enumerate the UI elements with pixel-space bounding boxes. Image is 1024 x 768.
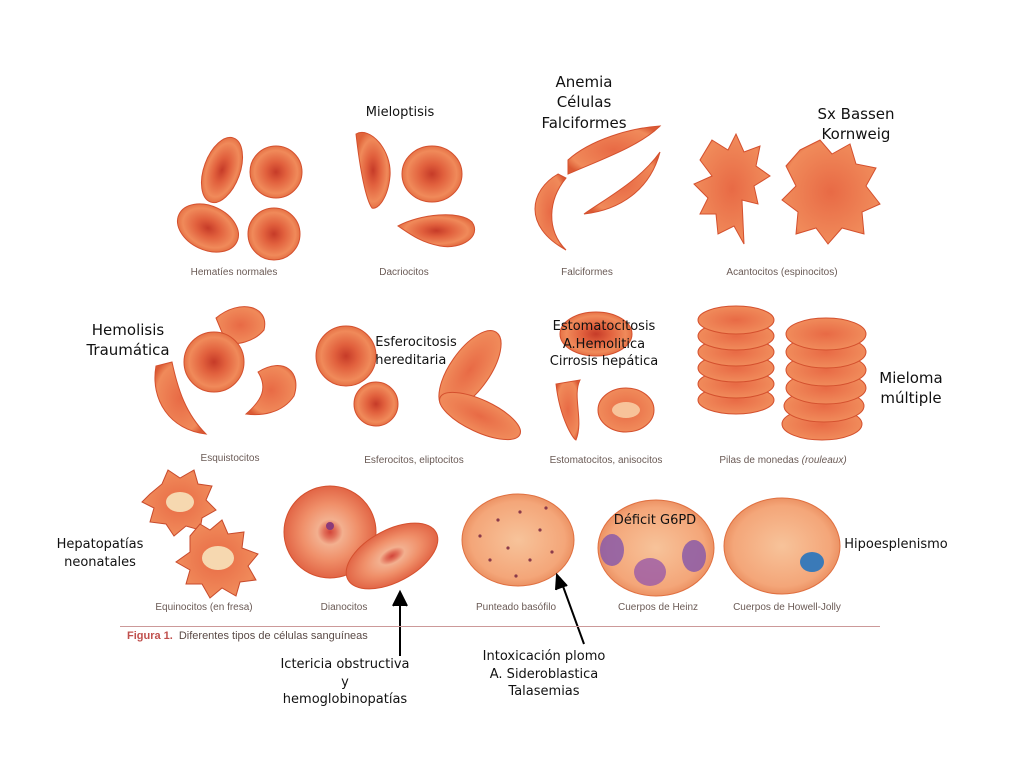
caption-punteado: Punteado basófilo xyxy=(475,602,557,613)
note-hemolisis: Hemolisis Traumática xyxy=(86,320,169,361)
note-anemia-line: Falciformes xyxy=(541,113,627,132)
note-ictericia: Ictericia obstructiva y hemoglobinopatía… xyxy=(280,656,409,709)
note-bassen-line: Kornweig xyxy=(821,125,891,144)
note-estomatocitosis-line: Cirrosis hepática xyxy=(549,354,659,370)
note-intoxicacion-line: Intoxicación plomo xyxy=(482,649,606,664)
note-esferocitosis-line: hereditaria xyxy=(375,352,447,368)
caption-equinocitos: Equinocitos (en fresa) xyxy=(155,602,253,613)
caption-dacriocitos: Dacriocitos xyxy=(379,267,429,278)
note-mieloptisis: Mieloptisis xyxy=(365,105,435,120)
note-hipoesplenismo: Hipoesplenismo xyxy=(844,537,948,552)
arrow-intoxicacion xyxy=(555,572,585,645)
figure-divider xyxy=(120,626,880,627)
caption-esquistocitos: Esquistocitos xyxy=(200,453,260,464)
falciformes-cells xyxy=(534,125,662,251)
esferocitos-cells xyxy=(315,325,521,441)
note-g6pd: Déficit G6PD xyxy=(613,513,697,528)
caption-acantocitos: Acantocitos (espinocitos) xyxy=(726,267,838,278)
figure-text: Diferentes tipos de células sanguíneas xyxy=(178,630,368,642)
note-hepatopatias: Hepatopatías neonatales xyxy=(57,536,144,571)
note-intoxicacion-line: A. Sideroblastica xyxy=(489,666,599,682)
caption-rouleaux-main: Pilas de monedas xyxy=(719,455,802,466)
caption-esferocitos: Esferocitos, eliptocitos xyxy=(364,455,464,466)
esquistocitos-cells xyxy=(154,306,297,435)
note-ictericia-line: hemoglobinopatías xyxy=(282,692,408,708)
note-estomatocitosis: Estomatocitosis A.Hemolitica Cirrosis he… xyxy=(550,318,658,371)
hematies-normales-cells xyxy=(177,136,303,261)
note-bassen: Sx Bassen Kornweig xyxy=(817,104,894,145)
figure-label: Figura 1. xyxy=(127,630,173,642)
note-mieloma-line: múltiple xyxy=(880,389,942,408)
caption-howell: Cuerpos de Howell-Jolly xyxy=(733,602,841,613)
note-mieloma: Mieloma múltiple xyxy=(879,368,943,409)
caption-rouleaux-italic: (rouleaux) xyxy=(801,455,847,466)
note-ictericia-line: Ictericia obstructiva xyxy=(280,657,410,672)
estomatocitos-cells xyxy=(555,311,655,441)
note-hepatopatias-line: neonatales xyxy=(64,554,136,570)
note-esferocitosis-line: Esferocitosis xyxy=(375,335,457,350)
note-ictericia-line: y xyxy=(341,674,349,690)
rouleaux-cells xyxy=(697,305,867,441)
note-estomatocitosis-line: Estomatocitosis xyxy=(552,319,656,334)
dacriocitos-cells xyxy=(355,131,475,248)
note-estomatocitosis-line: A.Hemolitica xyxy=(562,336,646,352)
note-intoxicacion: Intoxicación plomo A. Sideroblastica Tal… xyxy=(483,648,606,701)
caption-rouleaux: Pilas de monedas (rouleaux) xyxy=(719,455,846,466)
note-intoxicacion-line: Talasemias xyxy=(508,684,580,700)
note-bassen-line: Sx Bassen xyxy=(817,105,895,123)
punteado-basofilo-cell xyxy=(461,493,575,587)
acantocitos-cells xyxy=(693,132,881,245)
note-anemia-line: Anemia xyxy=(555,73,613,91)
note-anemia-line: Células xyxy=(556,93,612,112)
howell-jolly-cell xyxy=(723,497,841,595)
caption-hematies: Hematíes normales xyxy=(190,267,278,278)
caption-dianocitos: Dianocitos xyxy=(320,602,368,613)
note-mieloma-line: Mieloma xyxy=(879,369,943,387)
equinocitos-cells xyxy=(141,469,259,599)
note-hemolisis-line: Traumática xyxy=(86,341,170,360)
heinz-bodies-cell xyxy=(597,499,715,597)
caption-falciformes: Falciformes xyxy=(561,267,613,278)
caption-heinz: Cuerpos de Heinz xyxy=(617,602,699,613)
caption-estomatocitos: Estomatocitos, anisocitos xyxy=(549,455,663,466)
note-anemia: Anemia Células Falciformes xyxy=(541,72,626,133)
figure-caption: Figura 1. Diferentes tipos de células san… xyxy=(127,630,368,642)
note-esferocitosis: Esferocitosis hereditaria xyxy=(375,334,457,369)
note-hepatopatias-line: Hepatopatías xyxy=(56,537,144,552)
note-hemolisis-line: Hemolisis xyxy=(91,321,165,339)
dianocitos-cells xyxy=(283,485,439,590)
arrow-ictericia xyxy=(392,589,408,656)
